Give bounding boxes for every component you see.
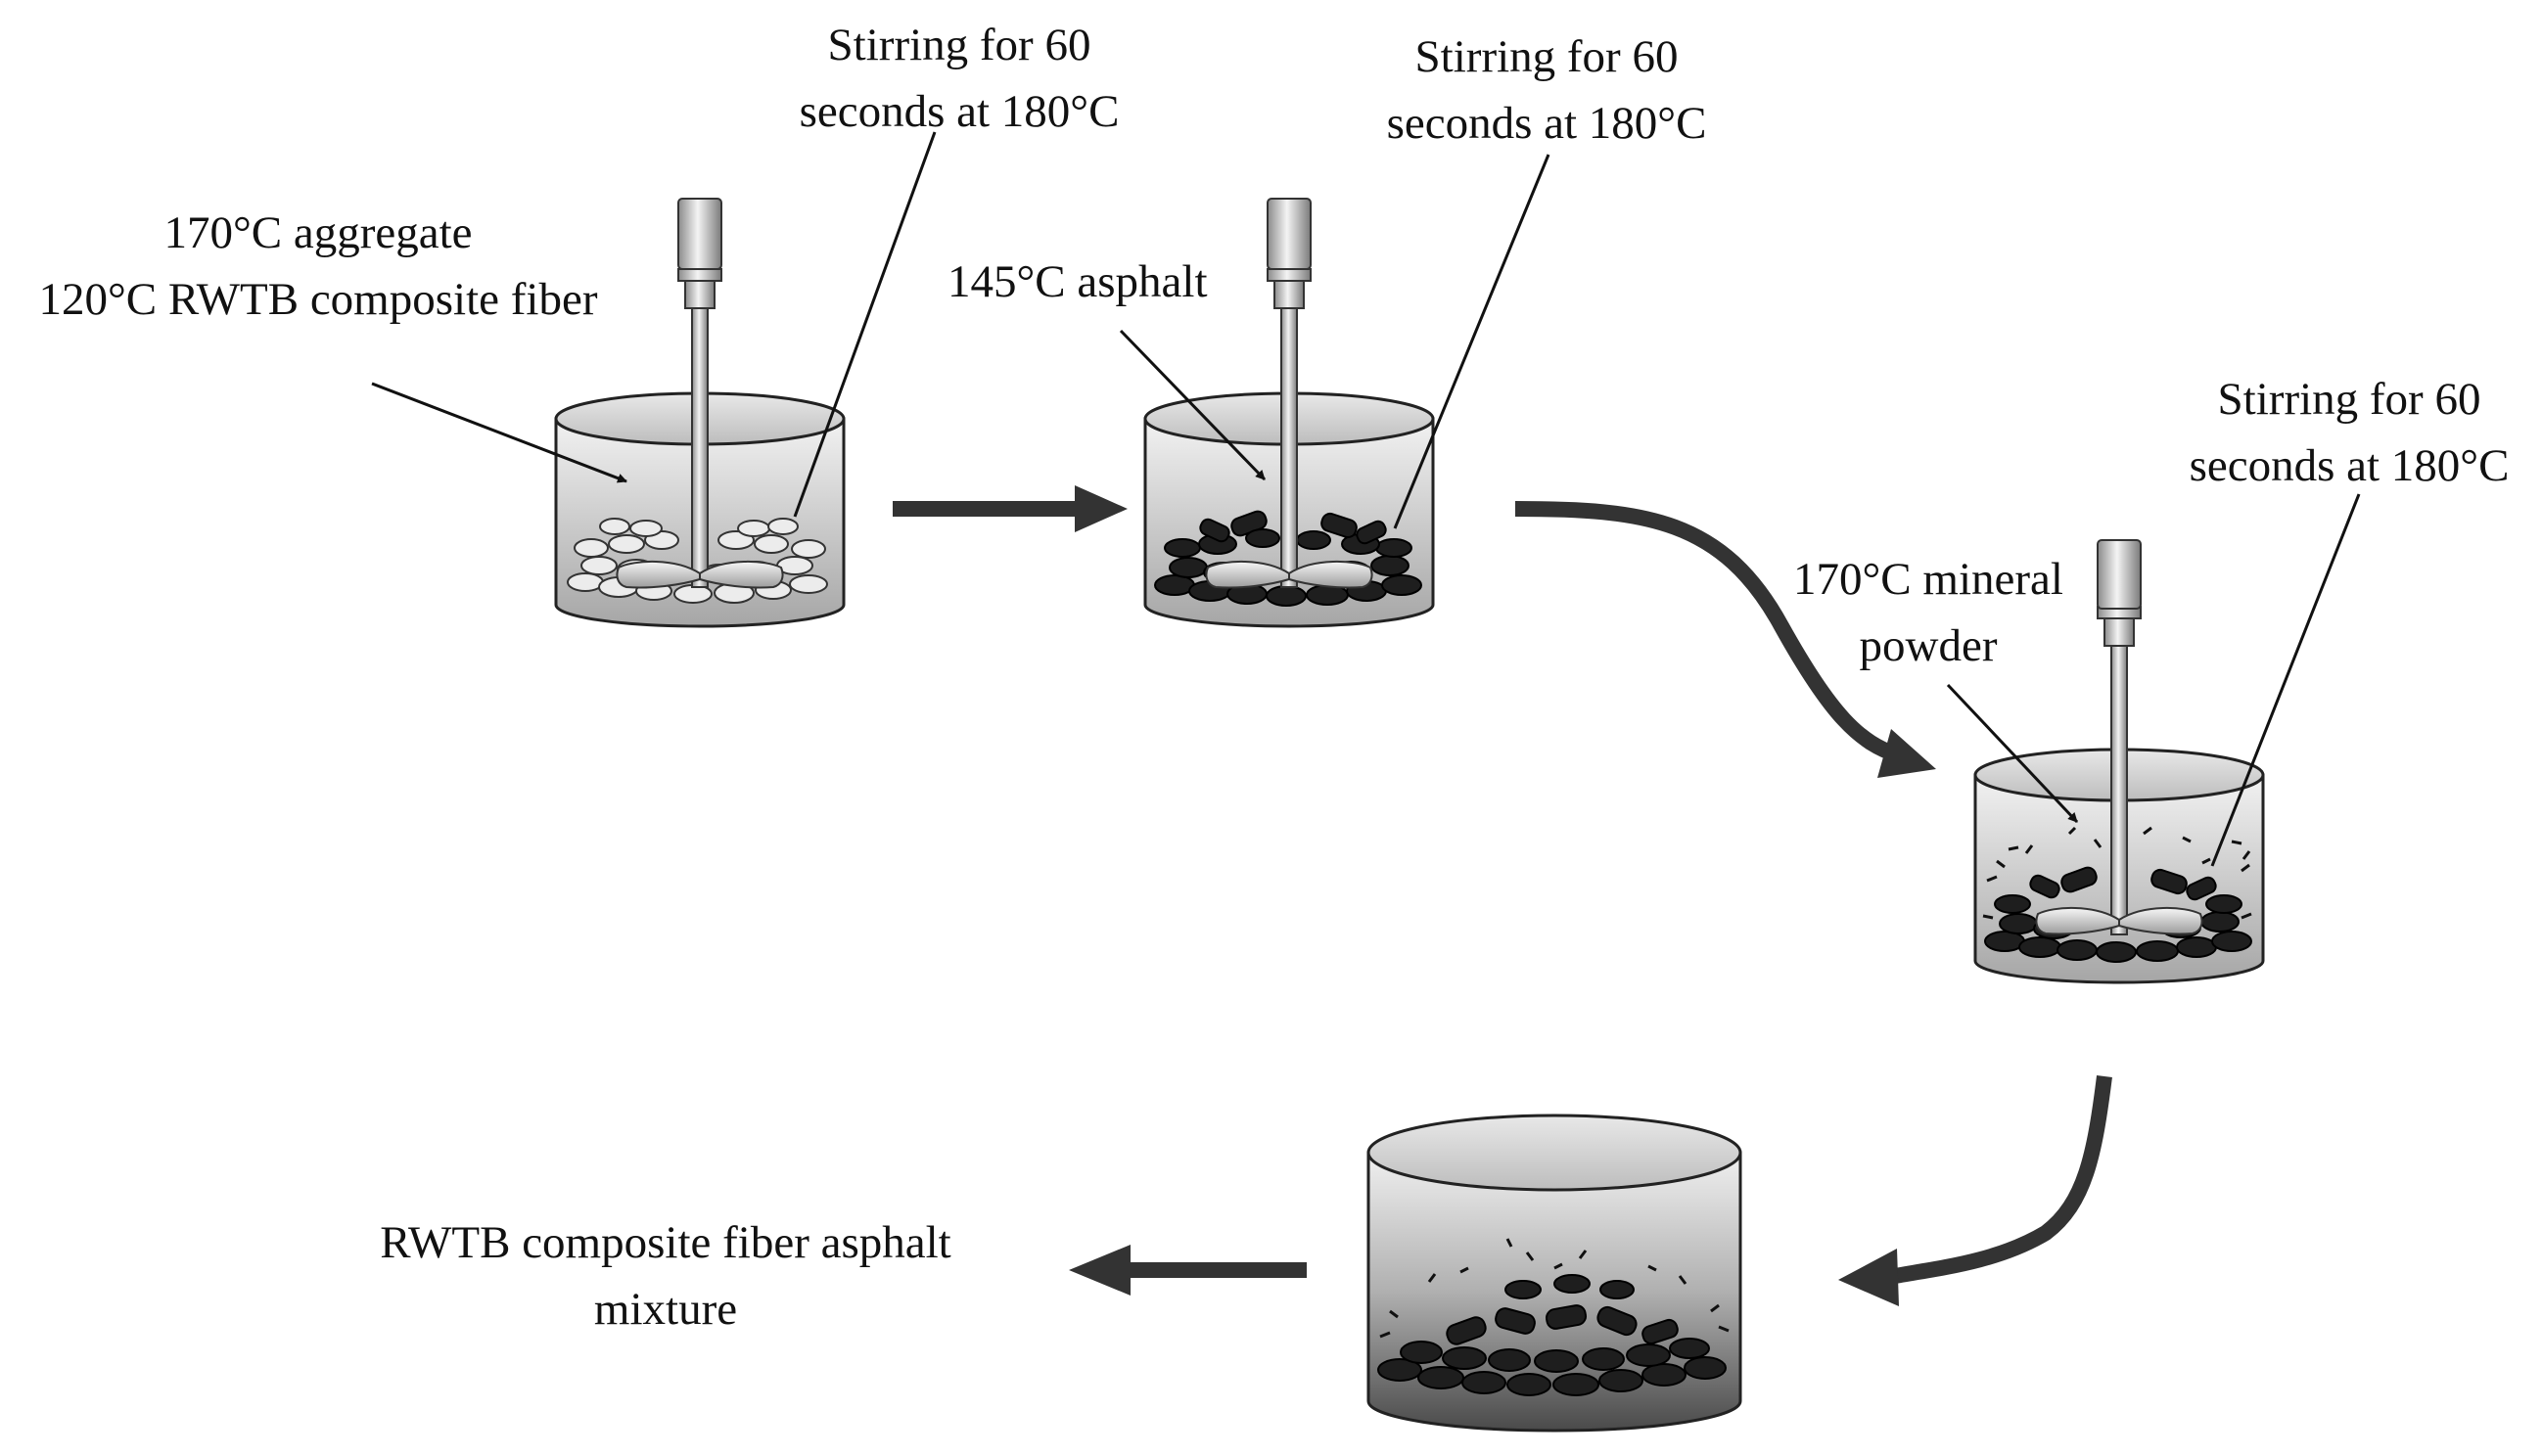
process-arrow-1 — [893, 485, 1128, 532]
step3-input-label: 170°C mineral powder — [1762, 546, 2095, 679]
step3-stir-line-2: seconds at 180°C — [2189, 440, 2510, 491]
beaker-1 — [554, 198, 846, 628]
step1-stir-line-1: Stirring for 60 — [827, 20, 1091, 70]
mixed-particles — [1984, 866, 2252, 963]
process-arrow-3 — [1838, 1075, 2112, 1306]
fiber-specks — [1379, 1238, 1730, 1339]
step1-stir-line-2: seconds at 180°C — [799, 86, 1120, 137]
stirrer-2 — [1205, 198, 1373, 589]
callout-lines — [371, 131, 2361, 867]
step2-input-line: 145°C asphalt — [947, 256, 1208, 307]
result-line-2: mixture — [593, 1284, 738, 1335]
step1-input-label: 170°C aggregate 120°C RWTB composite fib… — [5, 200, 631, 333]
step1-input-line-2: 120°C RWTB composite fiber — [38, 274, 598, 325]
stirrer-1 — [616, 198, 784, 589]
result-label: RWTB composite fiber asphalt mixture — [323, 1209, 1008, 1342]
process-arrow-2 — [1514, 501, 1936, 778]
step1-input-line-1: 170°C aggregate — [163, 207, 473, 258]
step3-input-line-2: powder — [1859, 620, 1998, 671]
step3-input-line-1: 170°C mineral — [1793, 554, 2063, 605]
step2-stir-line-2: seconds at 180°C — [1386, 98, 1707, 149]
result-line-1: RWTB composite fiber asphalt — [380, 1217, 951, 1268]
beaker-3 — [1973, 539, 2265, 984]
step1-stir-label: Stirring for 60 seconds at 180°C — [744, 12, 1175, 145]
step2-input-label: 145°C asphalt — [947, 249, 1208, 315]
final-mixture-particles — [1377, 1274, 1727, 1396]
step3-stir-label: Stirring for 60 seconds at 180°C — [2134, 366, 2542, 499]
step2-stir-label: Stirring for 60 seconds at 180°C — [1331, 23, 1762, 157]
beaker-4 — [1366, 1114, 1742, 1433]
process-arrow-4 — [1069, 1245, 1307, 1296]
beaker-2 — [1143, 198, 1435, 628]
step3-stir-line-1: Stirring for 60 — [2217, 374, 2481, 425]
stirrer-3 — [2035, 539, 2203, 935]
step2-stir-line-1: Stirring for 60 — [1414, 31, 1679, 82]
